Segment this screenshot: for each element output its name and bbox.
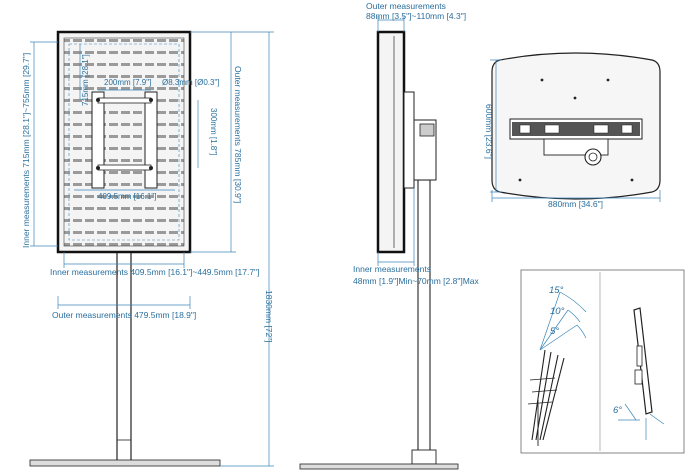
bracket-width-label: 409.5mm [16.1"] [98, 192, 156, 201]
base-width-label: 880mm [34.6"] [548, 199, 603, 209]
tilt-angle-10: 10° [550, 306, 565, 317]
front-pole [116, 251, 132, 463]
hole-diameter-label: Ø8.3mm [Ø0.3"] [162, 78, 220, 87]
outer-height-label: Outer measurements 785mm [30.9"] [233, 66, 243, 203]
front-base [29, 459, 221, 467]
tilt-frame [520, 269, 685, 454]
outer-width-label: Outer measurements 479.5mm [18.9"] [52, 310, 196, 320]
tilt-view: 15° 10° 5° 6° [520, 269, 685, 454]
total-height-label: 1830mm [72"] [264, 290, 274, 343]
side-outer-depth: 88mm [3.5"]~110mm [4.3"] [366, 11, 466, 21]
side-tilt-angle: 6° [613, 405, 622, 416]
side-outer-title: Outer measurements [366, 1, 446, 11]
inner-width-label: Inner measurements 409.5mm [16.1"]~449.5… [50, 267, 259, 277]
side-view: Outer measurements 88mm [3.5"]~110mm [4.… [299, 1, 480, 470]
base-depth-label: 600mm [23.6"] [484, 104, 494, 159]
inner-height-label: Inner measurements 715mm [28.1"]~755mm [… [21, 53, 31, 248]
front-view: Inner measurements 715mm [28.1"]~755mm [… [21, 30, 274, 467]
base-view: 600mm [23.6"] 880mm [34.6"] [484, 52, 661, 209]
side-inner-title: Inner measurements [353, 264, 431, 274]
tilt-angle-5: 5° [550, 326, 559, 337]
side-mount [403, 91, 437, 189]
vesa-bracket [91, 91, 158, 189]
vesa-horizontal-label: 200mm [7.9"] [104, 78, 151, 87]
side-pole [417, 179, 431, 463]
side-base [299, 463, 459, 470]
tilt-angle-15: 15° [549, 285, 564, 296]
tilted-panels [527, 349, 565, 446]
side-inner-depth: 48mm [1.9"]Min~70mm [2.8"]Max [353, 276, 480, 286]
side-panel [376, 30, 406, 254]
bracket-height-label: 715mm [28.1"] [81, 54, 90, 106]
vesa-vertical-label: 300mm [1.8"] [209, 108, 218, 155]
side-tilt-panel [618, 307, 665, 440]
